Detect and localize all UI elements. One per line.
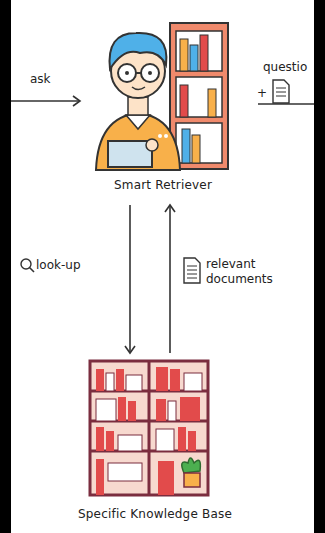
arrow-head: [165, 205, 175, 212]
connector-arrow: [165, 205, 175, 353]
side-band: [0, 0, 11, 533]
side-band: [314, 0, 325, 533]
input-arrow: [11, 100, 80, 102]
connector-arrow: [125, 205, 135, 353]
document-icon: [184, 258, 200, 283]
edge-label: relevant documents: [206, 257, 288, 287]
free-label: questio: [263, 60, 307, 75]
node-box: Specific Knowledge Base: [60, 355, 250, 527]
retriever-illustration: [78, 5, 248, 175]
free-label: ask: [30, 72, 51, 87]
node-label: Smart Retriever: [78, 178, 248, 192]
node-label: Specific Knowledge Base: [60, 507, 250, 521]
magnifier-icon: [21, 259, 34, 272]
node-box: Smart Retriever: [78, 5, 248, 200]
arrow-head: [125, 346, 135, 353]
knowledge-base-illustration: [60, 355, 250, 505]
document-icon: [273, 80, 289, 103]
free-label: +: [257, 86, 267, 101]
arrow-head: [73, 96, 80, 106]
edge-label: look-up: [36, 258, 116, 273]
